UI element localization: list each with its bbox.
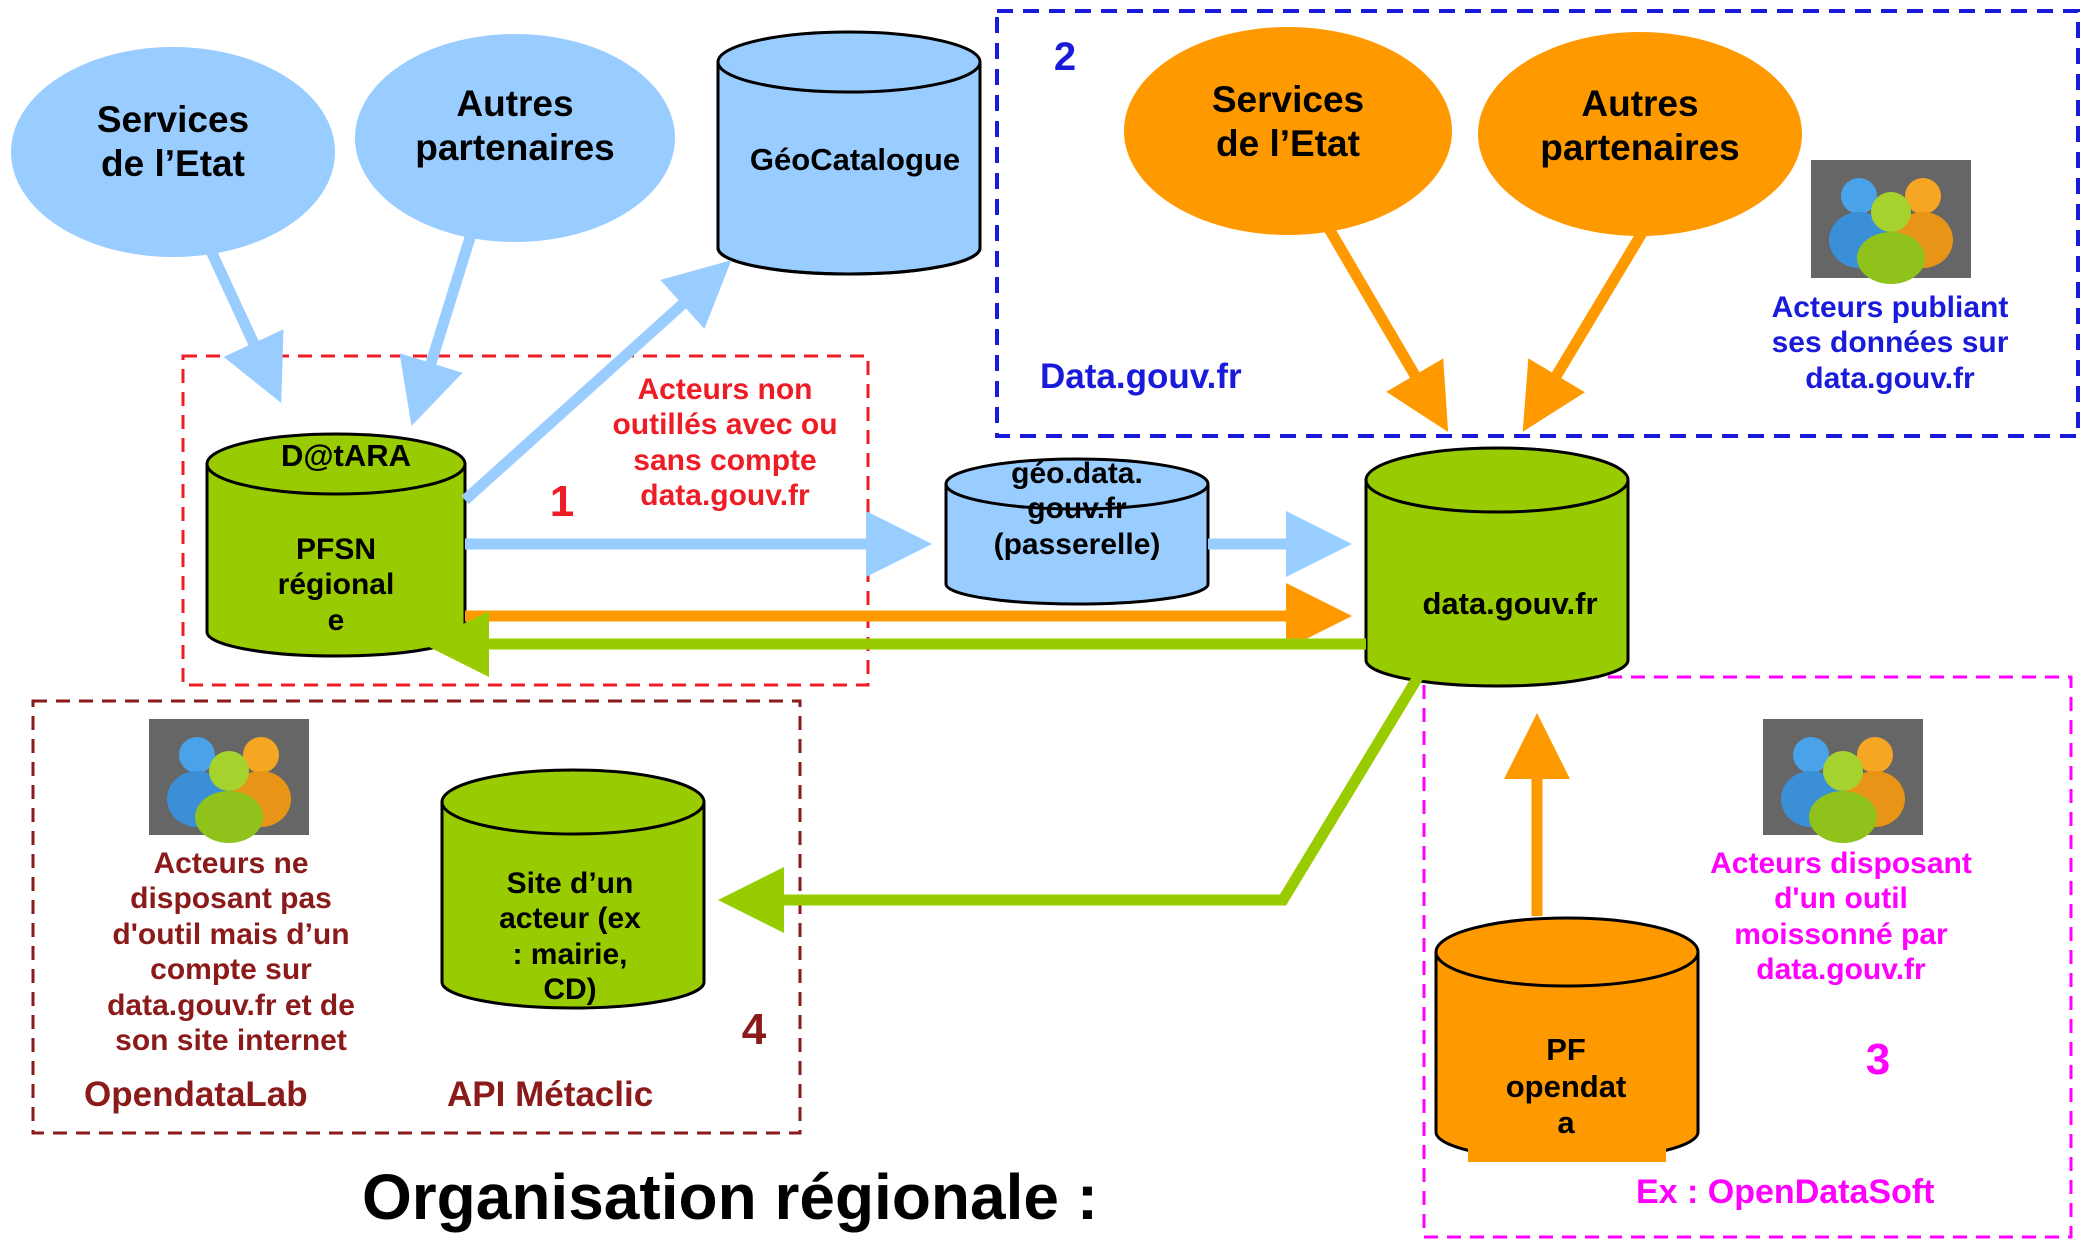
arrow-blue-services-to-datara xyxy=(200,235,284,403)
zone4-opendatalab: OpendataLab xyxy=(84,1075,308,1114)
geocatalogue-label: GéoCatalogue xyxy=(749,142,961,177)
arrow-orange-partners-to-datagouv xyxy=(1522,225,1650,432)
zone2-number: 2 xyxy=(1053,35,1077,79)
zone1-box xyxy=(181,354,870,687)
orange-partners-ellipse xyxy=(1478,32,1802,236)
blue-partners-ellipse xyxy=(355,34,675,242)
passerelle-label: géo.data. gouv.fr (passerelle) xyxy=(993,457,1161,561)
orange-services-label: Services de l’Etat xyxy=(1211,79,1365,164)
geocatalogue-cylinder xyxy=(716,30,982,276)
blue-services-ellipse xyxy=(11,47,335,257)
pf-opendata-label: PF opendat a xyxy=(1505,1032,1627,1141)
page-title: Organisation régionale : xyxy=(361,1161,1099,1233)
datagouv-label: data.gouv.fr xyxy=(1422,586,1598,621)
datara-title-label: D@tARA xyxy=(280,438,412,473)
datagouv-cylinder xyxy=(1364,446,1630,688)
arrow-blue-partners-to-datara xyxy=(399,226,479,427)
zone3-box xyxy=(1422,675,2073,1239)
passerelle-cylinder xyxy=(944,457,1210,606)
orange-services-ellipse xyxy=(1124,27,1452,235)
datara-body-label: PFSN régional e xyxy=(277,533,395,637)
zone3-number: 3 xyxy=(1865,1035,1891,1084)
zone2-caption: Acteurs publiant ses données sur data.go… xyxy=(1771,291,2009,395)
datara-cylinder xyxy=(205,432,467,658)
zone2-title: Data.gouv.fr xyxy=(1040,357,1242,396)
pf-opendata-cylinder xyxy=(1434,916,1700,1162)
orange-partners-label: Autres partenaires xyxy=(1540,83,1740,168)
blue-services-label: Services de l’Etat xyxy=(96,99,250,184)
site-acteur-label: Site d’un acteur (ex : mairie, CD) xyxy=(499,867,641,1007)
blue-partners-label: Autres partenaires xyxy=(415,83,615,168)
people-icon xyxy=(1763,719,1923,843)
arrow-orange-services-to-datagouv xyxy=(1313,207,1449,432)
zone4-api: API Métaclic xyxy=(447,1075,654,1114)
site-acteur-cylinder xyxy=(440,768,706,1010)
zone1-caption: Acteurs non outillés avec ou sans compte… xyxy=(612,373,838,513)
zone4-caption: Acteurs ne disposant pas d'outil mais d’… xyxy=(107,847,355,1057)
people-icon xyxy=(149,719,309,843)
zone3-example: Ex : OpenDataSoft xyxy=(1636,1173,1935,1211)
arrow-green-datagouv-to-site xyxy=(718,674,1423,933)
zone1-number: 1 xyxy=(549,477,575,526)
zone4-number: 4 xyxy=(741,1005,767,1054)
zone3-caption: Acteurs disposant d'un outil moissonné p… xyxy=(1710,847,1972,987)
arrow-datara-to-geocatalogue xyxy=(461,260,732,505)
people-icon xyxy=(1811,160,1971,284)
